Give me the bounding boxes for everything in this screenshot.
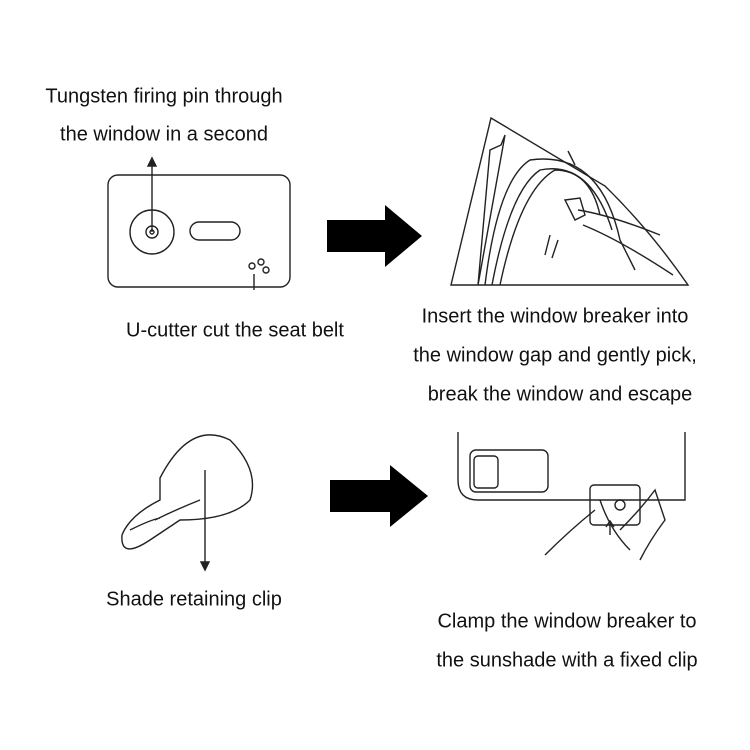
window-breaker-card-illustration bbox=[107, 156, 291, 290]
arrow-right-icon bbox=[330, 465, 428, 527]
arrow-right-icon bbox=[327, 205, 422, 267]
clamp-caption-line-1: Clamp the window breaker to bbox=[437, 610, 697, 633]
u-cutter-caption: U-cutter cut the seat belt bbox=[126, 319, 344, 342]
car-window-illustration bbox=[450, 116, 690, 286]
firing-pin-caption-line-1: Tungsten firing pin through bbox=[45, 85, 283, 108]
window-caption-line-2: the window gap and gently pick, bbox=[413, 344, 697, 367]
shade-clip-illustration bbox=[121, 434, 254, 572]
window-caption-line-1: Insert the window breaker into bbox=[421, 305, 689, 328]
clamp-illustration bbox=[457, 432, 686, 561]
clamp-caption-line-2: the sunshade with a fixed clip bbox=[436, 649, 698, 672]
firing-pin-caption-line-2: the window in a second bbox=[60, 123, 268, 146]
clip-caption: Shade retaining clip bbox=[106, 588, 282, 611]
window-caption-line-3: break the window and escape bbox=[427, 383, 693, 406]
